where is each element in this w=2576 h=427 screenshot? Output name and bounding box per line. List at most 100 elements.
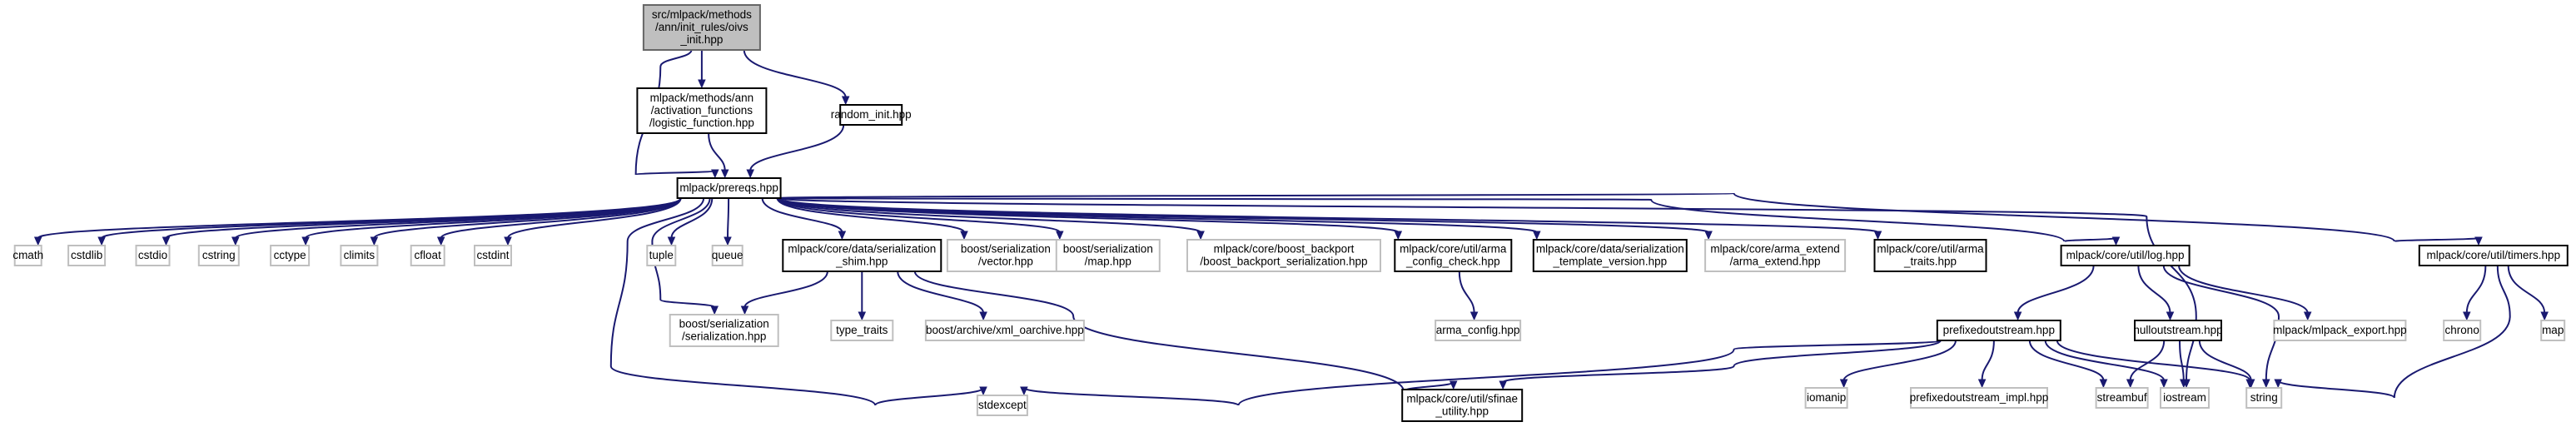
node-label-line: /vector.hpp — [978, 256, 1033, 268]
node-label-line: nulloutstream.hpp — [2133, 324, 2222, 336]
edge-prereqs-to-cstring — [231, 197, 682, 246]
edge-line — [2056, 340, 2251, 381]
node-box — [2134, 320, 2222, 341]
node-iostream[interactable]: iostream — [2160, 387, 2210, 409]
node-label-line: map — [2542, 324, 2564, 336]
edge-arrowhead — [97, 236, 106, 246]
node-box — [676, 177, 782, 199]
node-box — [13, 245, 42, 266]
node-xml-oarchive[interactable]: boost/archive/xml_oarchive.hpp — [924, 320, 1085, 341]
node-stdexcept[interactable]: stdexcept — [976, 395, 1028, 416]
edge-timers-to-chrono — [2463, 265, 2487, 321]
node-logistic[interactable]: mlpack/methods/ann/activation_functions/… — [636, 87, 768, 134]
node-string[interactable]: string — [2245, 387, 2283, 409]
node-cstdio[interactable]: cstdio — [135, 245, 171, 266]
node-box — [2540, 320, 2566, 341]
edge-arrowhead — [162, 236, 171, 246]
edge-log-to-prefixedoutstream — [2013, 265, 2095, 321]
node-box — [2273, 320, 2407, 341]
node-nulloutstream[interactable]: nulloutstream.hpp — [2133, 320, 2223, 341]
node-label-line: mlpack/mlpack_export.hpp — [2273, 324, 2407, 336]
node-oivs[interactable]: src/mlpack/methods/ann/init_rules/oivs_i… — [642, 4, 761, 51]
node-chrono[interactable]: chrono — [2443, 320, 2482, 341]
node-climits[interactable]: climits — [340, 245, 379, 266]
edge-line — [776, 197, 1061, 233]
node-prefixed-impl[interactable]: prefixedoutstream_impl.hpp — [1910, 387, 2049, 409]
node-label-line: boost/serialization — [1063, 243, 1153, 256]
node-map[interactable]: map — [2540, 320, 2566, 341]
node-arma-config-check[interactable]: mlpack/core/util/arma_config_check.hpp — [1394, 239, 1513, 272]
node-box — [270, 245, 311, 266]
node-cmath[interactable]: cmath — [12, 245, 43, 266]
node-log[interactable]: mlpack/core/util/log.hpp — [2060, 245, 2191, 266]
node-cctype[interactable]: cctype — [270, 245, 311, 266]
node-label-line: _shim.hpp — [835, 256, 888, 268]
edge-line — [2162, 265, 2280, 381]
node-vector[interactable]: boost/serialization/vector.hpp — [946, 239, 1065, 272]
edge-line — [776, 197, 1879, 233]
node-random-init[interactable]: random_init.hpp — [831, 104, 912, 126]
edge-prereqs-to-shim — [761, 197, 847, 241]
node-label-line: /logistic_function.hpp — [649, 117, 754, 129]
node-template-version[interactable]: mlpack/core/data/serialization_template_… — [1532, 239, 1688, 272]
node-arma-traits[interactable]: mlpack/core/util/arma_traits.hpp — [1873, 239, 1987, 272]
node-arma-config[interactable]: arma_config.hpp — [1435, 320, 1522, 341]
node-cstring[interactable]: cstring — [197, 245, 240, 266]
edge-line — [2028, 340, 2105, 381]
edge-arrowhead — [1056, 231, 1064, 241]
edge-prefixedoutstream-to-sfinae — [1499, 340, 1942, 390]
edge-line — [2129, 340, 2166, 381]
node-shim[interactable]: mlpack/core/data/serialization_shim.hpp — [782, 239, 942, 272]
edge-line — [305, 197, 682, 239]
edge-arrowhead — [2111, 236, 2121, 246]
edge-line — [2277, 265, 2511, 399]
node-cfloat[interactable]: cfloat — [410, 245, 445, 266]
node-box — [2060, 245, 2191, 266]
edge-shim-to-type-traits — [858, 271, 867, 321]
node-arma-extend[interactable]: mlpack/core/arma_extend/arma_extend.hpp — [1704, 239, 1847, 272]
edge-prereqs-to-log — [776, 197, 2121, 246]
node-tuple[interactable]: tuple — [646, 245, 677, 266]
edge-prefixedoutstream-to-prefixed-impl — [1977, 340, 1995, 389]
node-serialization[interactable]: boost/serialization/serialization.hpp — [669, 314, 779, 347]
node-box — [636, 87, 768, 134]
node-label-line: cmath — [12, 249, 43, 261]
edge-line — [1502, 340, 1942, 383]
edge-arrowhead — [711, 169, 719, 179]
node-box — [711, 245, 743, 266]
edge-line — [440, 197, 682, 239]
edge-arrowhead — [436, 236, 445, 246]
node-label-line: src/mlpack/methods — [652, 8, 752, 21]
node-cstdint[interactable]: cstdint — [474, 245, 512, 266]
node-prefixedoutstream[interactable]: prefixedoutstream.hpp — [1936, 320, 2061, 341]
edge-line — [2198, 340, 2252, 381]
node-type-traits[interactable]: type_traits — [830, 320, 894, 341]
edge-log-to-mlpack-export — [2178, 265, 2312, 321]
edge-line — [373, 197, 682, 239]
edge-line — [749, 124, 845, 171]
node-streambuf[interactable]: streambuf — [2095, 387, 2149, 409]
node-box — [1873, 239, 1987, 272]
node-timers[interactable]: mlpack/core/util/timers.hpp — [2418, 245, 2569, 266]
node-queue[interactable]: queue — [711, 245, 743, 266]
node-backport[interactable]: mlpack/core/boost_backport/boost_backpor… — [1186, 239, 1381, 272]
edge-prefixedoutstream-to-string — [2056, 340, 2254, 389]
edge-line — [776, 192, 2479, 242]
edge-arrowhead — [979, 386, 987, 396]
node-cstdlib[interactable]: cstdlib — [67, 245, 107, 266]
node-sfinae[interactable]: mlpack/core/util/sfinae_utility.hpp — [1401, 389, 1524, 422]
node-label-line: mlpack/core/data/serialization — [788, 243, 936, 256]
edge-prereqs-to-timers — [776, 192, 2483, 246]
node-label-line: /ann/init_rules/oivs — [655, 21, 748, 33]
node-box — [646, 245, 677, 266]
node-mapser[interactable]: boost/serialization/map.hpp — [1055, 239, 1161, 272]
node-label-line: stdexcept — [978, 399, 1027, 411]
node-mlpack-export[interactable]: mlpack/mlpack_export.hpp — [2273, 320, 2407, 341]
node-prereqs[interactable]: mlpack/prereqs.hpp — [676, 177, 782, 199]
edge-prereqs-to-vector — [776, 197, 968, 241]
edge-prereqs-to-arma-traits — [776, 197, 1882, 241]
edge-arrowhead — [370, 236, 379, 246]
node-iomanip[interactable]: iomanip — [1804, 387, 1848, 409]
edge-line — [2044, 340, 2165, 381]
edges-layer — [33, 49, 2549, 406]
